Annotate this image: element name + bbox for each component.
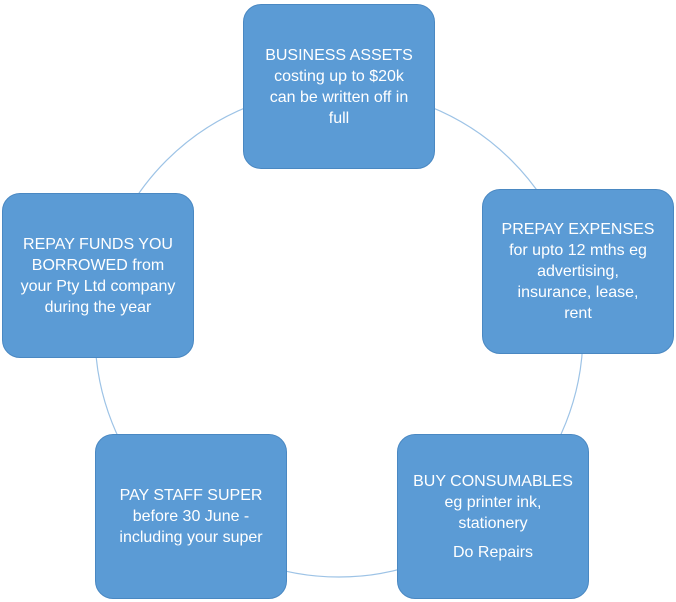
node-business-assets: BUSINESS ASSETS costing up to $20k can b… [243, 4, 435, 169]
node-line: BUSINESS ASSETS [265, 46, 413, 64]
node-pay-staff-super: PAY STAFF SUPER before 30 June - includi… [95, 434, 287, 599]
node-line: stationery [458, 514, 528, 532]
node-line: insurance, lease, [517, 284, 639, 301]
node-line: your Pty Ltd company [20, 277, 176, 295]
node-line: rent [564, 305, 592, 322]
node-line: eg printer ink, [444, 493, 542, 511]
node-line: advertising, [537, 263, 619, 280]
node-line: full [328, 109, 350, 127]
node-line: BORROWED from [31, 256, 165, 274]
node-line: REPAY FUNDS YOU [23, 235, 173, 253]
node-line: can be written off in [269, 88, 409, 106]
node-line: BUY CONSUMABLES [413, 472, 573, 490]
node-line: costing up to $20k [274, 67, 404, 85]
node-line: including your super [119, 529, 263, 546]
node-extra-line: Do Repairs [452, 543, 534, 561]
node-line: PAY STAFF SUPER [119, 487, 263, 504]
node-line: for upto 12 mths eg [509, 242, 647, 259]
node-line: before 30 June - [132, 508, 250, 525]
node-prepay-expenses: PREPAY EXPENSES for upto 12 mths eg adve… [482, 189, 674, 354]
node-line: during the year [44, 298, 152, 316]
node-line: PREPAY EXPENSES [501, 221, 655, 238]
node-repay-funds: REPAY FUNDS YOU BORROWED from your Pty L… [2, 193, 194, 358]
node-buy-consumables: BUY CONSUMABLES eg printer ink, statione… [397, 434, 589, 599]
